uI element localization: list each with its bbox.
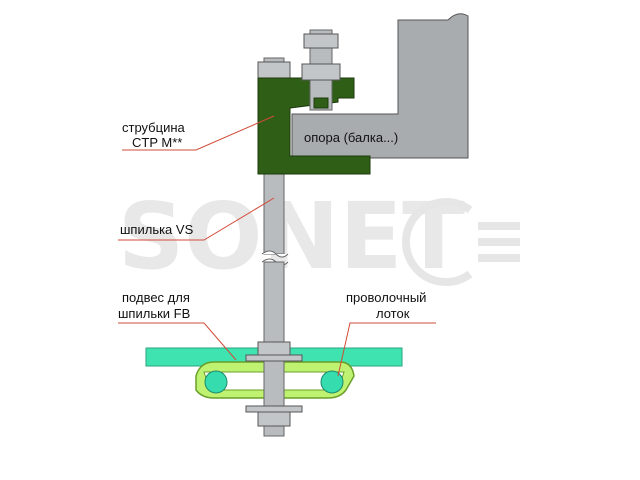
hanger-label-line2: шпильки FB: [118, 306, 190, 321]
tray-label-line1: проволочный: [346, 290, 426, 305]
clamp-screw-head: [303, 33, 339, 49]
support-label: опора (балка...): [304, 130, 398, 145]
rod-label: шпилька VS: [120, 222, 194, 237]
clamp-label-line2: CTP M**: [132, 135, 182, 150]
rod-break-mark: [261, 250, 289, 258]
tray-wire-right: [320, 370, 344, 394]
hanger-top-washer: [245, 354, 303, 362]
tray-wire-left: [204, 370, 228, 394]
tray-label-line2: лоток: [376, 306, 410, 321]
hanger-bottom-nut: [257, 411, 291, 427]
hanger-leader: [118, 322, 237, 361]
clamp-leader: [122, 115, 275, 151]
watermark: SONET: [118, 183, 520, 290]
support-beam: [291, 13, 469, 159]
watermark-logo-icon: [402, 198, 520, 286]
hanger-bottom-washer: [245, 405, 303, 413]
hanger-label-line1: подвес для: [122, 290, 190, 305]
clamp-screw-nut: [301, 63, 341, 81]
tray-leader: [337, 322, 436, 377]
rod-top-nut: [257, 61, 291, 79]
rod-leader: [118, 197, 275, 241]
beam-clamp: [257, 77, 371, 175]
leader-lines: [118, 115, 436, 377]
clamp-label-line1: струбцина: [122, 120, 186, 135]
hanger-top-nut: [257, 341, 291, 357]
